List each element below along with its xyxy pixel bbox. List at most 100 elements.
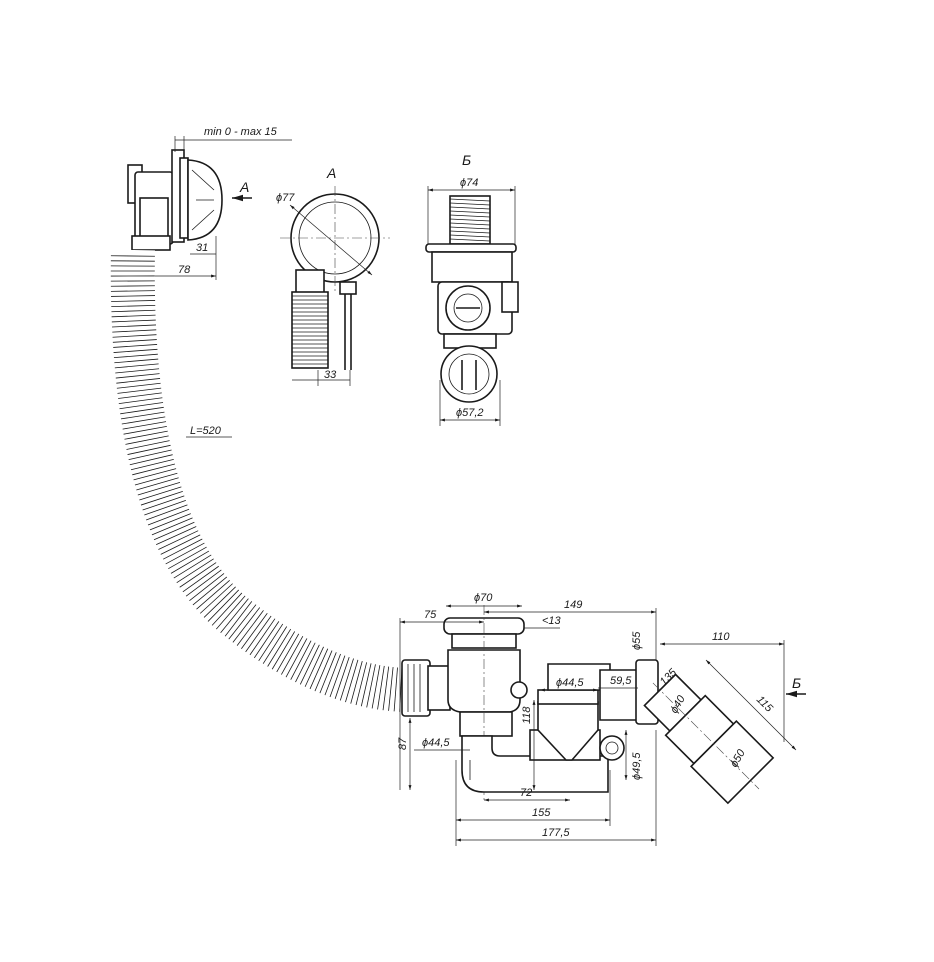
flex-hose: L=520	[110, 249, 411, 712]
dim-75: 75	[424, 609, 437, 621]
dim-13: <13	[542, 615, 562, 627]
hose-rib	[116, 378, 161, 384]
hose-rib	[271, 631, 296, 670]
view-b-thread	[449, 198, 491, 242]
hose-rib	[115, 368, 160, 374]
hose-rib	[192, 576, 228, 606]
hose-rib	[126, 440, 170, 450]
hose-rib	[153, 521, 195, 541]
dim-1775: 177,5	[542, 827, 570, 839]
hose-rib	[236, 610, 264, 646]
hose-rib	[112, 339, 157, 343]
hose-rib	[132, 463, 176, 476]
thread-line	[449, 226, 491, 230]
hose-rib	[314, 650, 333, 692]
hose-rib	[185, 569, 222, 597]
dim-78: 78	[178, 264, 191, 276]
hose-rib	[137, 481, 181, 496]
hose-rib	[165, 542, 205, 565]
hose-rib	[151, 517, 193, 536]
arrow-b-marker: Б	[786, 675, 806, 698]
hose-rib	[249, 618, 276, 656]
hose-rib	[168, 546, 207, 570]
hose-rib	[207, 589, 240, 622]
dim-44a: ϕ44,5	[556, 677, 584, 689]
hose-rib	[228, 604, 257, 640]
hose-rib	[160, 534, 201, 555]
dim-70: ϕ70	[474, 592, 493, 604]
hose-rib	[136, 477, 179, 491]
hose-rib	[119, 402, 164, 410]
hose-rib	[173, 554, 212, 579]
dim-74: ϕ74	[460, 177, 478, 189]
hose-rib	[232, 607, 261, 643]
hose-rib	[393, 667, 398, 712]
dim-hose-length: L=520	[190, 425, 222, 437]
hose-rib	[350, 661, 363, 704]
hose-rib	[334, 656, 350, 699]
hose-rib	[139, 486, 182, 501]
hose-rib	[112, 334, 157, 338]
thread-line	[449, 230, 491, 234]
hose-rib	[111, 309, 156, 313]
arrow-a-marker: А	[232, 179, 252, 202]
dim-overflow-range: min 0 - max 15	[204, 126, 278, 138]
hose-rib	[123, 426, 167, 435]
hose-rib	[360, 663, 372, 707]
dim-110: 110	[712, 631, 730, 643]
hose-rib	[129, 454, 173, 466]
hose-rib	[245, 615, 272, 653]
dim-155: 155	[532, 807, 551, 819]
hose-rib	[196, 580, 230, 610]
thread-line	[449, 238, 491, 242]
view-a-title: А	[326, 165, 336, 181]
hose-rib	[111, 319, 156, 323]
dim-57: ϕ57,2	[456, 407, 484, 419]
dim-595: 59,5	[610, 675, 632, 687]
dim-149: 149	[564, 599, 582, 611]
hose-rib	[170, 550, 210, 574]
hose-rib	[124, 430, 168, 440]
hose-rib	[285, 638, 308, 678]
hose-rib	[309, 648, 329, 690]
hose-rib	[111, 304, 156, 308]
hose-rib	[113, 344, 158, 348]
hose-rib	[145, 504, 188, 521]
hose-rib	[224, 601, 253, 637]
hose-rib	[276, 633, 300, 673]
thread-line	[449, 206, 491, 210]
hose-rib	[121, 416, 166, 425]
hose-rib	[118, 397, 163, 405]
hose-rib	[253, 621, 280, 659]
hose-rib	[140, 491, 183, 506]
hose-rib	[345, 659, 359, 703]
dim-55: ϕ55	[631, 631, 643, 650]
hose-rib	[267, 628, 292, 667]
hose-rib	[179, 562, 217, 588]
hose-rib	[114, 358, 159, 364]
hose-rib	[128, 449, 172, 461]
hose-ribs	[110, 255, 407, 712]
dim-72: 72	[520, 787, 532, 799]
hose-rib	[371, 665, 381, 709]
hose-rib	[149, 513, 191, 531]
hose-rib	[111, 295, 156, 297]
hose-rib	[113, 348, 158, 353]
arrow-b-label: Б	[792, 675, 801, 691]
hose-rib	[158, 530, 199, 550]
hose-rib	[199, 583, 233, 614]
hose-rib	[324, 653, 341, 696]
hose-rib	[142, 495, 185, 511]
hose-rib	[299, 644, 320, 685]
hose-rib	[111, 314, 156, 318]
hose-rib	[120, 406, 164, 415]
view-b: Б ϕ74 ϕ57,2	[425, 152, 519, 426]
hose-rib	[127, 444, 171, 455]
dim-33: 33	[324, 369, 337, 381]
arrow-a-label: А	[239, 179, 249, 195]
hose-rib	[110, 290, 155, 292]
view-b-title: Б	[462, 152, 471, 168]
hose-rib	[339, 658, 354, 701]
hose-rib	[147, 508, 190, 526]
